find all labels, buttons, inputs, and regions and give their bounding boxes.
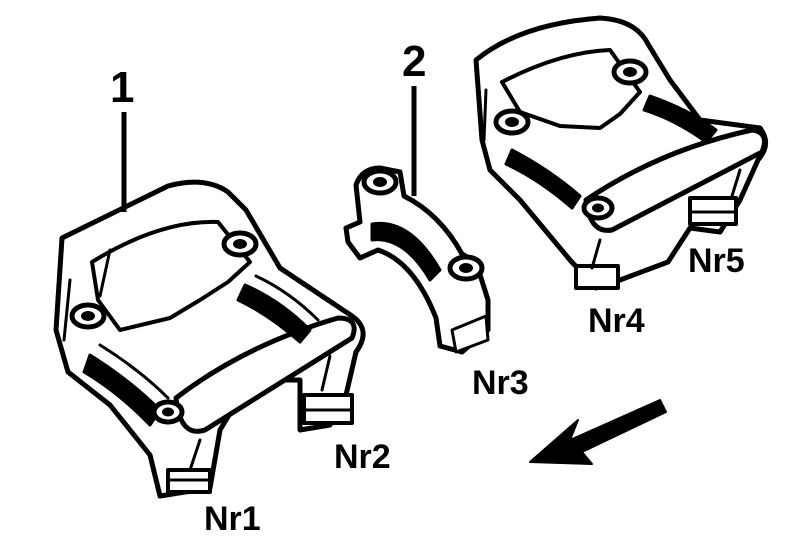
label-nr3: Nr3 — [472, 364, 529, 402]
callout-1-label: 1 — [110, 63, 134, 112]
bearing-cap-single — [343, 165, 491, 355]
label-nr5: Nr5 — [688, 242, 745, 280]
arrow-down-left-icon — [529, 399, 667, 465]
bearing-cap-assembly-left — [53, 179, 366, 499]
bearing-cap-assembly-right — [473, 15, 768, 291]
label-nr4: Nr4 — [588, 302, 645, 340]
label-nr1: Nr1 — [204, 500, 261, 538]
callout-2-label: 2 — [402, 37, 426, 86]
label-nr2: Nr2 — [334, 438, 391, 476]
